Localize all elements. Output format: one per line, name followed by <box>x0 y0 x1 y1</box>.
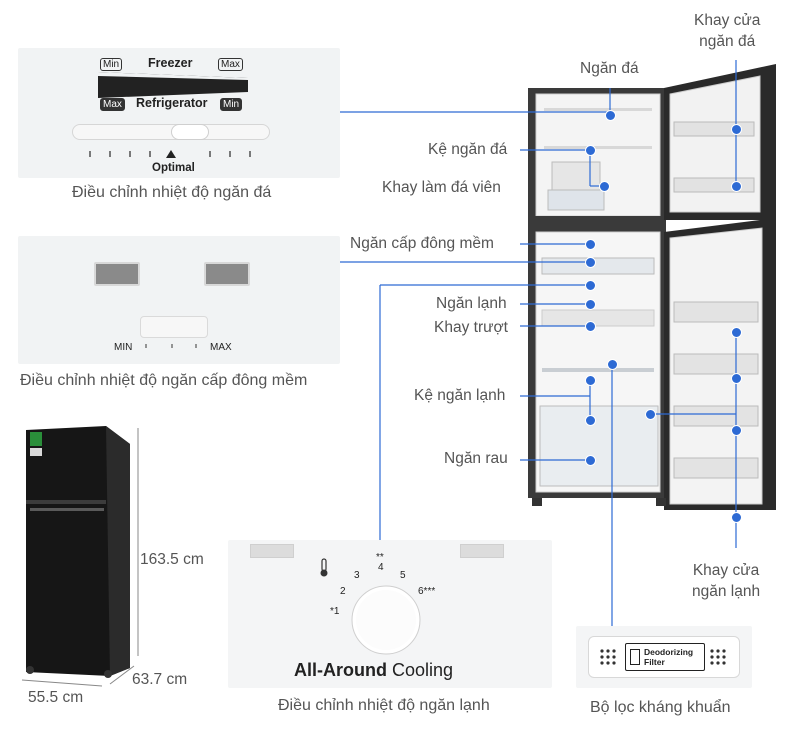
dot-slide-tray <box>585 321 596 332</box>
soft-freeze-panel: MIN MAX <box>18 236 340 364</box>
optimal-label: Optimal <box>152 162 195 174</box>
label-vegetable: Ngăn rau <box>444 450 508 467</box>
label-freezer: Ngăn đá <box>580 60 639 77</box>
label-freezer-shelf: Kệ ngăn đá <box>428 141 508 158</box>
filter-caption: Bộ lọc kháng khuẩn <box>590 699 731 716</box>
label-fridge: Ngăn lạnh <box>436 295 507 312</box>
label-freezer-door-tray-line2: ngăn đá <box>699 33 756 50</box>
cooling-brand-rest: Cooling <box>392 660 454 680</box>
dot-freezer <box>605 110 616 121</box>
cooling-vent-left <box>250 544 294 558</box>
filter-panel: Deodorizing Filter <box>576 626 752 688</box>
cooling-caption: Điều chỉnh nhiệt độ ngăn lạnh <box>278 697 490 714</box>
soft-freeze-max: MAX <box>210 342 232 353</box>
dot-freezer-door-1 <box>731 124 742 135</box>
dot-fridge-shelf-1 <box>585 375 596 386</box>
soft-freeze-ticks <box>145 344 197 348</box>
thermometer-icon <box>320 558 328 577</box>
filter-line-1: Deodorizing <box>644 647 694 657</box>
dot-fridge-control <box>585 280 596 291</box>
label-fridge-door-tray-line1: Khay cửa <box>692 562 760 579</box>
cooling-brand: All-Around Cooling <box>294 660 453 681</box>
label-fridge-shelf: Kệ ngăn lạnh <box>414 387 506 404</box>
filter-body: Deodorizing Filter <box>588 636 740 678</box>
refrigerator-max-tag: Max <box>100 98 125 111</box>
filter-icon <box>630 649 640 665</box>
freezer-slider-ticks <box>89 150 251 158</box>
soft-freeze-min: MIN <box>114 342 133 353</box>
dot-freezer-shelf <box>585 145 596 156</box>
soft-freeze-vent-right <box>204 262 250 286</box>
width-dimension: 55.5 cm <box>28 689 84 706</box>
label-slide-tray: Khay trượt <box>434 319 508 336</box>
dial-number-3: 3 <box>354 570 360 581</box>
dimension-lines <box>21 428 139 687</box>
dot-soft-freeze-control <box>585 257 596 268</box>
filter-dots-right <box>710 649 726 665</box>
soft-freeze-caption: Điều chỉnh nhiệt độ ngăn cấp đông mềm <box>20 372 308 389</box>
filter-line-2: Filter <box>644 657 665 667</box>
freezer-min-tag: Min <box>100 58 123 71</box>
label-fridge-door-tray: Khay cửa ngăn lạnh <box>692 560 760 602</box>
dial-number-6: 6*** <box>418 586 436 597</box>
label-freezer-door-tray-line1: Khay cửa <box>694 12 761 29</box>
dial-number-5: 5 <box>400 570 406 581</box>
label-ice-tray: Khay làm đá viên <box>382 179 501 196</box>
refrigerator-label: Refrigerator <box>136 96 208 110</box>
freezer-control-caption: Điều chỉnh nhiệt độ ngăn đá <box>72 184 272 201</box>
refrigerator-min-tag: Min <box>220 98 243 111</box>
filter-label-box: Deodorizing Filter <box>625 643 705 671</box>
dot-fridge-door-3 <box>645 409 656 420</box>
dot-vegetable <box>585 455 596 466</box>
dial-number-2: 2 <box>340 586 346 597</box>
freezer-slider-knob[interactable] <box>171 124 209 140</box>
freezer-control-panel: Min Freezer Max Max Refrigerator Min Opt… <box>18 48 340 178</box>
cooling-brand-bold: All-Around <box>294 660 387 680</box>
dot-fridge-shelf-2 <box>585 415 596 426</box>
dot-filter <box>607 359 618 370</box>
open-fridge-image <box>528 64 776 510</box>
fridge-product-image <box>26 426 130 678</box>
soft-freeze-slider[interactable] <box>140 316 208 338</box>
dot-fridge-door-5 <box>731 512 742 523</box>
dot-soft-freeze <box>585 239 596 250</box>
dot-fridge <box>585 299 596 310</box>
cooling-dial-panel: ** *1 2 3 4 5 6*** All-Around Cooling <box>228 540 552 688</box>
label-freezer-door-tray: Khay cửa ngăn đá <box>694 10 760 52</box>
dot-fridge-door-4 <box>731 425 742 436</box>
filter-dots-left <box>600 649 616 665</box>
freezer-gradient-wedge <box>98 72 248 98</box>
cooling-vent-right <box>460 544 504 558</box>
label-soft-freeze: Ngăn cấp đông mềm <box>350 235 494 252</box>
freezer-slider-track[interactable] <box>72 124 270 140</box>
dot-freezer-door-2 <box>731 181 742 192</box>
label-fridge-door-tray-line2: ngăn lạnh <box>692 583 761 600</box>
height-dimension: 163.5 cm <box>140 551 204 568</box>
dot-ice-tray <box>599 181 610 192</box>
cooling-dial[interactable] <box>346 580 426 660</box>
freezer-max-tag: Max <box>218 58 243 71</box>
freezer-label: Freezer <box>148 56 193 70</box>
depth-dimension: 63.7 cm <box>132 671 188 688</box>
dial-number-4: 4 <box>378 562 384 573</box>
dial-top-mark: ** <box>376 552 384 563</box>
dot-fridge-door-1 <box>731 327 742 338</box>
dot-fridge-door-2 <box>731 373 742 384</box>
soft-freeze-vent-left <box>94 262 140 286</box>
dial-number-1: *1 <box>330 606 340 617</box>
